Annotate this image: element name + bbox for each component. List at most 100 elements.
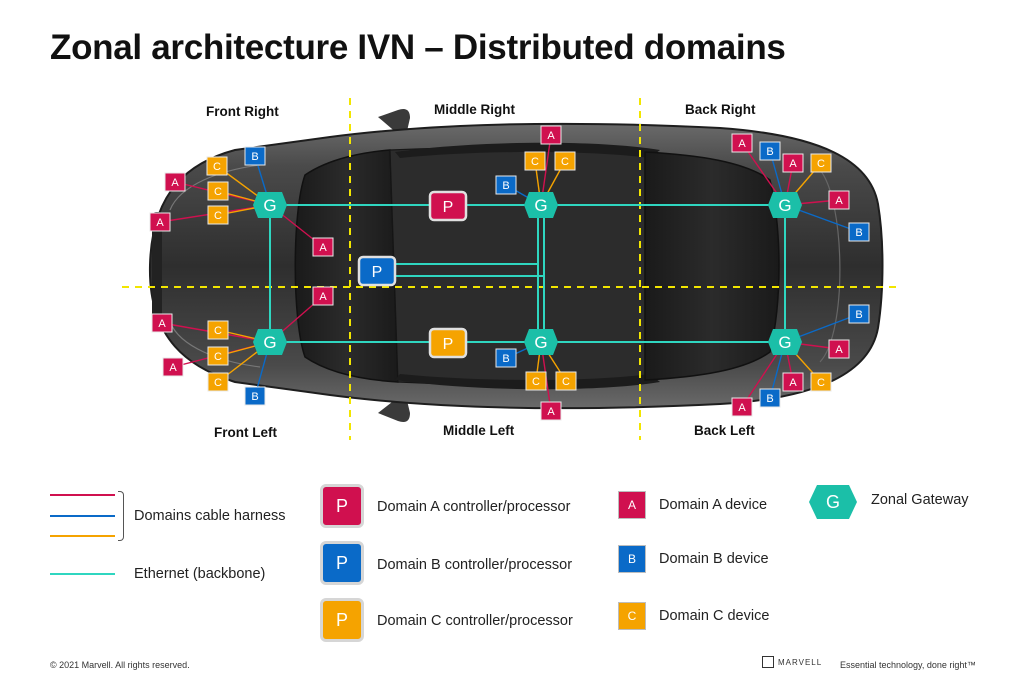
zonal-gateway-br: G [768, 192, 802, 218]
legend-proc-a-label: Domain A controller/processor [377, 499, 571, 515]
device-letter: C [214, 186, 222, 198]
processor-domain-b: P [357, 255, 397, 287]
device-domain-c: C [555, 371, 577, 391]
device-domain-a: A [151, 313, 173, 333]
legend-dev-a-label: Domain A device [659, 497, 768, 513]
zone-label-middle-left: Middle Left [443, 423, 515, 438]
device-box [149, 212, 171, 232]
device-domain-a: A [828, 190, 850, 210]
processor-box [428, 327, 468, 359]
device-box [207, 205, 229, 225]
device-domain-a: A [731, 133, 753, 153]
device-letter: A [319, 291, 327, 303]
gateway-hexagon [524, 329, 558, 355]
device-letter: B [855, 227, 862, 239]
device-box [759, 388, 781, 408]
tagline: Essential technology, done right™ [840, 660, 976, 670]
device-letter: A [835, 344, 843, 356]
gateway-letter: G [778, 196, 791, 215]
device-box [540, 125, 562, 145]
device-letter: C [561, 156, 569, 168]
device-box [495, 348, 517, 368]
processor-box [428, 190, 468, 222]
legend-gateway-label: Zonal Gateway [871, 492, 969, 508]
zonal-gateway-mr: G [524, 192, 558, 218]
zone-label-front-right: Front Right [206, 104, 279, 119]
device-box [244, 146, 266, 166]
device-letter: B [251, 151, 258, 163]
legend-line-domain-a [50, 494, 115, 496]
device-box [162, 357, 184, 377]
legend-processor-a: P [320, 484, 364, 528]
copyright: © 2021 Marvell. All rights reserved. [50, 660, 190, 670]
device-domain-c: C [207, 181, 229, 201]
device-domain-a: A [828, 339, 850, 359]
device-letter: A [156, 217, 164, 229]
device-box [524, 151, 546, 171]
device-domain-c: C [207, 346, 229, 366]
device-letter: C [214, 210, 222, 222]
device-box [206, 156, 228, 176]
device-letter: A [169, 362, 177, 374]
legend-harness-label: Domains cable harness [134, 508, 286, 524]
legend-line-ethernet [50, 573, 115, 575]
device-box [164, 172, 186, 192]
device-letter: B [855, 309, 862, 321]
device-domain-c: C [207, 205, 229, 225]
device-letter: B [251, 391, 258, 403]
device-box [244, 386, 266, 406]
device-letter: C [817, 377, 825, 389]
device-domain-b: B [244, 146, 266, 166]
device-box [810, 153, 832, 173]
device-letter: A [319, 242, 327, 254]
page-title: Zonal architecture IVN – Distributed dom… [50, 28, 786, 67]
device-box [525, 371, 547, 391]
device-letter: C [213, 161, 221, 173]
device-domain-a: A [782, 153, 804, 173]
gateway-hexagon [524, 192, 558, 218]
processor-domain-a: P [428, 190, 468, 222]
device-box [555, 371, 577, 391]
device-letter: A [158, 318, 166, 330]
device-domain-b: B [244, 386, 266, 406]
gateway-letter: G [778, 333, 791, 352]
marvell-logo: MARVELL [762, 656, 822, 668]
device-domain-c: C [810, 372, 832, 392]
legend-line-domain-c [50, 535, 115, 537]
legend-ethernet-label: Ethernet (backbone) [134, 566, 266, 582]
zone-dividers [122, 98, 900, 440]
device-letter: C [214, 325, 222, 337]
legend-processor-b: P [320, 541, 364, 585]
processor-letter: P [443, 336, 454, 353]
device-letter: A [738, 138, 746, 150]
zone-label-back-right: Back Right [685, 102, 756, 117]
legend-line-domain-b [50, 515, 115, 517]
legend-proc-b-label: Domain B controller/processor [377, 557, 573, 573]
device-domain-a: A [149, 212, 171, 232]
device-box [782, 153, 804, 173]
device-letter: A [738, 402, 746, 414]
zonal-gateway-bl: G [768, 329, 802, 355]
legend-proc-c-label: Domain C controller/processor [377, 613, 573, 629]
device-box [848, 304, 870, 324]
device-domain-a: A [312, 237, 334, 257]
device-box [495, 175, 517, 195]
device-domain-c: C [525, 371, 547, 391]
processor-domain-c: P [428, 327, 468, 359]
device-domain-c: C [554, 151, 576, 171]
zone-label-front-left: Front Left [214, 425, 277, 440]
device-letter: A [171, 177, 179, 189]
device-box [207, 181, 229, 201]
device-box [207, 372, 229, 392]
legend-processor-c: P [320, 598, 364, 642]
gateway-letter: G [534, 333, 547, 352]
zonal-gateway-ml: G [524, 329, 558, 355]
device-domain-b: B [759, 141, 781, 161]
device-box [759, 141, 781, 161]
device-letter: B [766, 146, 773, 158]
device-box [554, 151, 576, 171]
gateway-hexagon [768, 192, 802, 218]
zonal-gateway-fl: G [253, 329, 287, 355]
device-domain-a: A [540, 401, 562, 421]
